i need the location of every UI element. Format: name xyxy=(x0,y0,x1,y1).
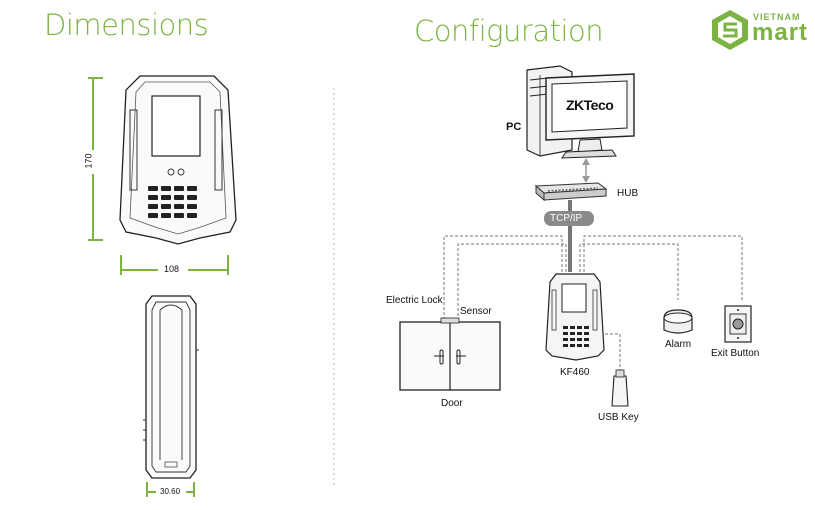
front-keypad xyxy=(148,186,197,218)
pc-monitor xyxy=(545,73,635,159)
door xyxy=(399,317,501,391)
usb-key-label: USB Key xyxy=(598,412,639,423)
zkteco-brand: ZKTeco xyxy=(566,97,614,113)
hub-label: HUB xyxy=(617,188,639,199)
wiring xyxy=(443,235,743,376)
sensor-label: Sensor xyxy=(460,306,492,317)
usb-key xyxy=(611,369,629,407)
width-dimension xyxy=(120,255,229,278)
logo-text-smart: mart xyxy=(752,19,809,46)
depth-dimension xyxy=(146,482,195,498)
width-value: 108 xyxy=(164,264,180,274)
tcpip-label: TCP/IP xyxy=(550,213,583,224)
kf460-label: KF460 xyxy=(560,367,590,378)
device-front-view xyxy=(119,75,237,245)
height-dimension xyxy=(85,77,103,241)
device-side-view xyxy=(143,295,199,479)
tcpip-pill xyxy=(544,211,594,226)
exit-button xyxy=(724,305,752,343)
pc-hub-arrow xyxy=(582,158,590,183)
alarm xyxy=(663,309,693,334)
pc-label: PC xyxy=(506,121,522,133)
configuration-title: Configuration xyxy=(414,14,604,48)
hub-switch xyxy=(534,182,608,202)
door-label: Door xyxy=(441,398,463,409)
electric-lock-label: Electric Lock xyxy=(386,295,443,306)
depth-value: 30.60 xyxy=(160,487,181,496)
exit-button-label: Exit Button xyxy=(711,348,760,359)
height-value: 170 xyxy=(83,153,94,169)
vietnam-smart-logo-mark xyxy=(712,10,748,50)
dimensions-title: Dimensions xyxy=(44,8,209,42)
logo-text-vietnam: VIETNAM xyxy=(753,12,801,22)
kf460-device xyxy=(545,273,605,361)
alarm-label: Alarm xyxy=(665,339,692,350)
